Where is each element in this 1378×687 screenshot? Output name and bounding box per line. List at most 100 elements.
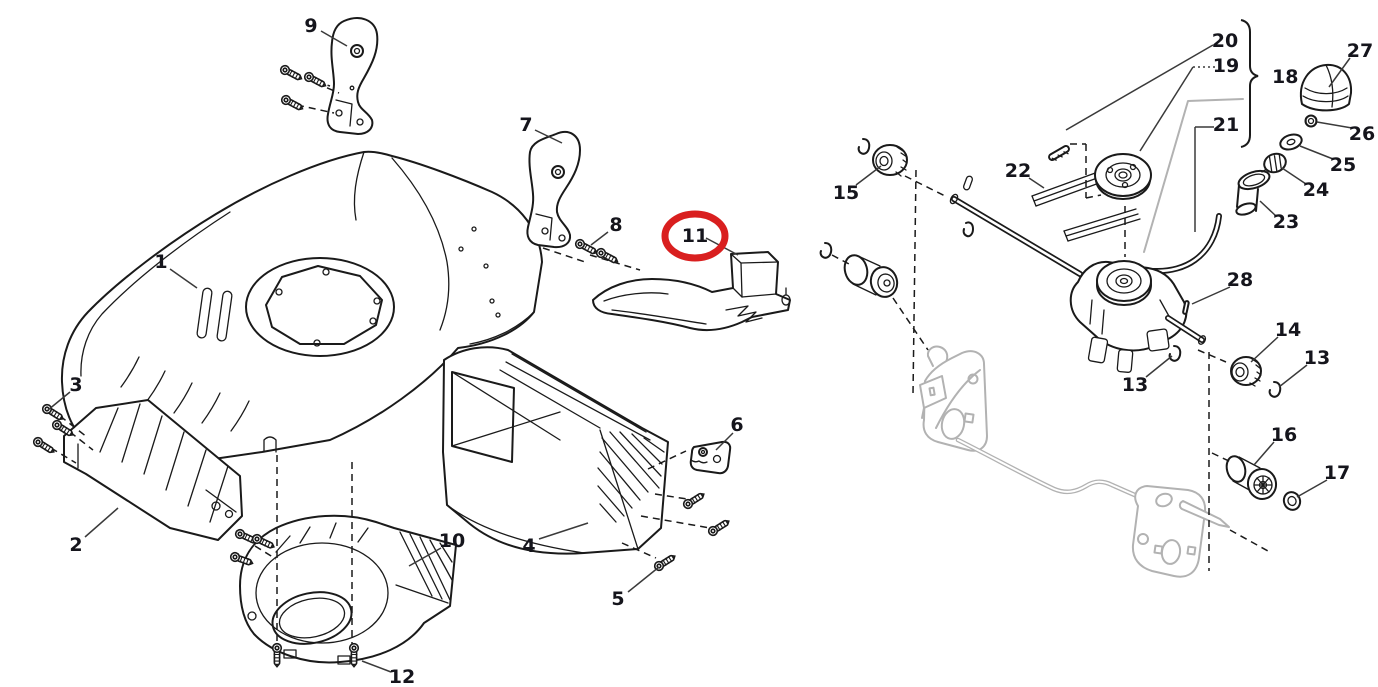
part-number-labels: 1234567891011121313141516171920212223242… [47, 15, 1375, 687]
blade-opening [265, 265, 383, 345]
leader-line-26 [1316, 121, 1353, 129]
highlight-circle-part-11 [661, 210, 729, 262]
leader-line-2 [84, 507, 119, 538]
crankshaft-pulley [1094, 153, 1152, 200]
brace-18-glyph [1240, 19, 1259, 148]
part-label-6: 6 [730, 414, 743, 436]
part-label-9: 9 [304, 15, 317, 37]
part-label-17: 17 [1324, 462, 1350, 484]
leader-line-20 [1065, 44, 1214, 131]
blade-hub-bushing [1235, 167, 1271, 216]
reference-lower-handle-bracket [1131, 485, 1230, 578]
leader-line-10 [408, 547, 442, 567]
part-label-20: 20 [1212, 30, 1238, 52]
control-rod [1146, 213, 1222, 274]
assembly-dashed-line [892, 297, 929, 351]
drive-shaft [949, 175, 1083, 277]
part-label-5: 5 [611, 588, 624, 610]
pulley-pin [1048, 144, 1070, 161]
reference-height-adjust-spike [1178, 500, 1230, 528]
assembly-dashed-line [1085, 194, 1102, 199]
screw [32, 436, 55, 454]
part-label-12: 12 [389, 666, 415, 687]
part-label-22: 22 [1005, 160, 1031, 182]
part-label-28: 28 [1227, 269, 1253, 291]
screw [279, 64, 303, 81]
discharge-chute [442, 346, 669, 555]
screw [595, 247, 619, 264]
reference-leader-line [1143, 98, 1244, 253]
shaft-key-pin [962, 175, 974, 191]
nut-26 [1304, 114, 1318, 128]
leader-line-8 [590, 231, 609, 246]
assembly-dashed-line [1229, 529, 1269, 552]
circlip-above-15 [857, 138, 871, 155]
mower-deck [60, 150, 543, 464]
leader-line-9 [320, 30, 348, 47]
leader-line-1 [169, 268, 198, 289]
screw [574, 238, 598, 255]
part-label-21: 21 [1213, 114, 1239, 136]
wheel-bearing-left [872, 144, 908, 177]
assembly-dashed-line [1211, 452, 1232, 463]
screw [229, 551, 254, 566]
leader-line-4 [538, 522, 589, 540]
hub-cap [1299, 63, 1353, 112]
rear-baffle [63, 399, 243, 541]
belt-cover [239, 514, 457, 665]
fastener-screws [32, 64, 730, 668]
assembly-dashed-line [904, 175, 948, 198]
leader-line-3 [47, 391, 71, 411]
assembly-dashed-line [621, 542, 657, 559]
leader-line-25 [1299, 145, 1334, 160]
leader-line-23 [1259, 200, 1277, 217]
washer-25 [1279, 133, 1303, 151]
screw [51, 419, 74, 437]
part-label-23: 23 [1273, 211, 1299, 233]
leader-line-7 [534, 129, 563, 144]
part-label-7: 7 [519, 114, 532, 136]
part-label-26: 26 [1349, 123, 1375, 145]
reference-axle-rod [955, 437, 1169, 511]
part-label-25: 25 [1330, 154, 1356, 176]
blade-boss-ring [245, 257, 395, 357]
part-label-8: 8 [609, 214, 622, 236]
assembly-dashed-line [831, 254, 850, 265]
leader-line-12 [361, 660, 392, 673]
leader-line-28 [1191, 286, 1231, 305]
part-label-3: 3 [69, 374, 82, 396]
screw [707, 519, 730, 537]
assembly-dashed-line [69, 431, 94, 451]
part-label-13: 13 [1122, 374, 1148, 396]
leader-line-6 [715, 432, 734, 451]
e-clip-right [1268, 381, 1282, 398]
mounting-plate [689, 440, 732, 475]
leader-line-19 [1139, 66, 1194, 152]
bracket-brace-18: 18 [1240, 19, 1298, 148]
roll-pin [1182, 300, 1190, 315]
screw [348, 642, 360, 668]
deflector-plate [592, 251, 791, 331]
screw [271, 642, 283, 668]
handle-bracket-right [526, 131, 581, 249]
spring-24 [1263, 152, 1287, 174]
handle-bracket-left [326, 17, 379, 135]
part-label-11: 11 [682, 225, 708, 247]
screw [41, 403, 64, 421]
leader-line-27 [1328, 57, 1351, 88]
part-label-16: 16 [1271, 424, 1297, 446]
assembly-dashed-line [654, 493, 688, 500]
leader-line-15 [855, 165, 882, 186]
assembly-dashed-line [542, 247, 589, 264]
height-roller [1225, 455, 1278, 500]
transmission-gearbox [1069, 260, 1207, 373]
assembly-dashed-line [1197, 349, 1227, 363]
assembly-dashed-line [912, 169, 917, 395]
part-label-13: 13 [1304, 347, 1330, 369]
part-label-1: 1 [154, 251, 167, 273]
front-roller-left [843, 254, 899, 298]
washer-17 [1282, 491, 1302, 511]
part-label-19: 19 [1213, 55, 1239, 77]
reference-upper-handle-bracket [919, 345, 988, 452]
